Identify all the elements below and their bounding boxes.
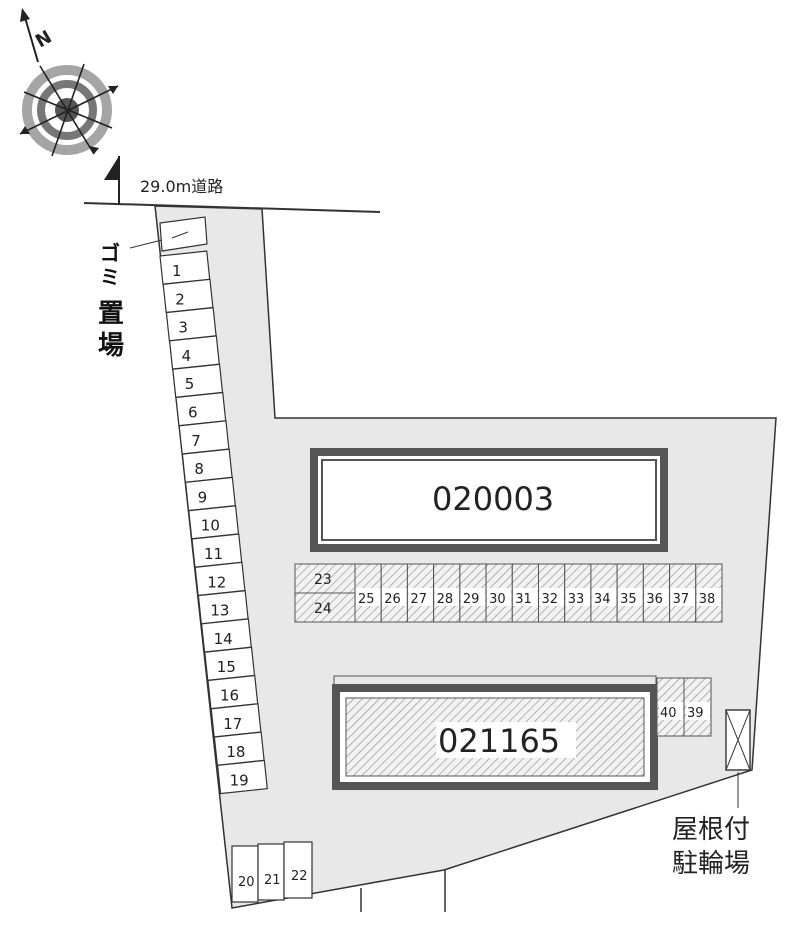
- bike-parking: 屋根付 駐輪場: [672, 709, 751, 879]
- bike-parking-label-2: 駐輪場: [672, 849, 750, 879]
- parking-bottom: 20 21 22: [231, 841, 313, 903]
- slot-label-bg: [670, 588, 695, 606]
- parking-slot-box: [165, 307, 217, 342]
- slot-label-bg: [356, 588, 381, 606]
- parking-slot-10: 10: [201, 517, 220, 535]
- slot-label-bg: [644, 588, 669, 606]
- parking-slot-box: [162, 278, 214, 314]
- parking-slot-15: 15: [217, 658, 236, 676]
- parking-slot-24: 24: [314, 601, 332, 617]
- parking-slot-19: 19: [230, 771, 249, 789]
- parking-slot-29: 29: [463, 592, 480, 607]
- parking-slot-36: 36: [646, 592, 663, 607]
- slot-label-bg: [618, 588, 643, 606]
- building-020003-label: 020003: [432, 480, 554, 518]
- building-021165-label: 021165: [438, 722, 560, 760]
- slot-label-bg: [408, 588, 433, 606]
- parking-slot-40: 40: [660, 706, 677, 721]
- parking-slot-5: 5: [185, 375, 195, 393]
- parking-slot-32: 32: [542, 592, 559, 607]
- parking-slot-11: 11: [204, 545, 223, 563]
- parking-slot-21: 21: [264, 873, 281, 888]
- parking-slot-16: 16: [220, 687, 239, 705]
- parking-slot-box: [159, 250, 211, 285]
- parking-slot-4: 4: [182, 347, 192, 365]
- slot-label-bg: [460, 588, 486, 606]
- parking-slot-box: [181, 448, 233, 483]
- slot-label-bg: [696, 588, 721, 606]
- parking-slot-9: 9: [198, 488, 208, 506]
- slot-label-bg: [434, 588, 459, 606]
- parking-slot-23: 23: [314, 572, 332, 588]
- parking-slot-12: 12: [207, 573, 226, 591]
- parking-slot-22: 22: [291, 869, 308, 884]
- parking-slot-box: [168, 335, 220, 370]
- parking-slot-33: 33: [568, 592, 585, 607]
- parking-slot-box: [178, 420, 230, 455]
- garbage-label-4: 場: [98, 331, 124, 361]
- slot-label-bg: [487, 588, 512, 606]
- parking-slot-34: 34: [594, 592, 611, 607]
- parking-slot-8: 8: [194, 460, 204, 478]
- road-label: 29.0m道路: [140, 177, 223, 196]
- compass-rose-icon: N: [19, 8, 119, 157]
- parking-slot-13: 13: [210, 602, 229, 620]
- garbage-area: ゴ ミ 置 場: [98, 216, 208, 361]
- parking-slot-37: 37: [673, 592, 690, 607]
- parking-slot-7: 7: [191, 432, 201, 450]
- building-020003: 020003: [310, 448, 668, 552]
- slot-label-bg: [382, 588, 407, 606]
- parking-row-middle: 23 24 25 26 27 28 29 30 31 32 33 34 35 36 37 38: [294, 563, 723, 623]
- garbage-label-2: ミ: [100, 265, 120, 289]
- parking-slot-39: 39: [687, 706, 704, 721]
- parking-slot-38: 38: [699, 592, 716, 607]
- parking-slot-26: 26: [384, 592, 401, 607]
- slot-label-bg: [513, 588, 538, 606]
- parking-slot-2: 2: [175, 290, 185, 308]
- parking-slot-28: 28: [437, 592, 454, 607]
- parking-slot-14: 14: [214, 630, 233, 648]
- road: 29.0m道路: [83, 156, 381, 213]
- parking-slot-1: 1: [172, 262, 182, 280]
- parking-lot-area: [154, 205, 777, 909]
- parking-slot-18: 18: [226, 743, 245, 761]
- slot-label-bg: [565, 588, 590, 606]
- parking-slot-3: 3: [178, 319, 188, 337]
- parking-slot-box: [184, 476, 236, 512]
- slot-label-bg: [539, 588, 564, 606]
- parking-slot-box: [175, 391, 227, 427]
- slot-label-bg: [591, 588, 617, 606]
- parking-slot-box: [172, 363, 224, 399]
- building-021165: 021165: [332, 675, 658, 790]
- parking-slot-6: 6: [188, 404, 198, 422]
- compass-north-label: N: [32, 27, 56, 53]
- parking-slot-box: [216, 759, 268, 795]
- road-marker-icon: [104, 156, 119, 180]
- parking-slot-20: 20: [238, 875, 255, 890]
- parking-slot-25: 25: [358, 592, 375, 607]
- parking-slot-35: 35: [620, 592, 637, 607]
- parking-slot-27: 27: [410, 592, 427, 607]
- parking-slot-30: 30: [489, 592, 506, 607]
- bike-parking-label-1: 屋根付: [672, 815, 750, 845]
- garbage-label-3: 置: [98, 299, 124, 329]
- garbage-label-1: ゴ: [100, 241, 120, 265]
- parking-right: 40 39: [656, 677, 712, 737]
- parking-slot-31: 31: [515, 592, 532, 607]
- parking-slot-17: 17: [223, 715, 242, 733]
